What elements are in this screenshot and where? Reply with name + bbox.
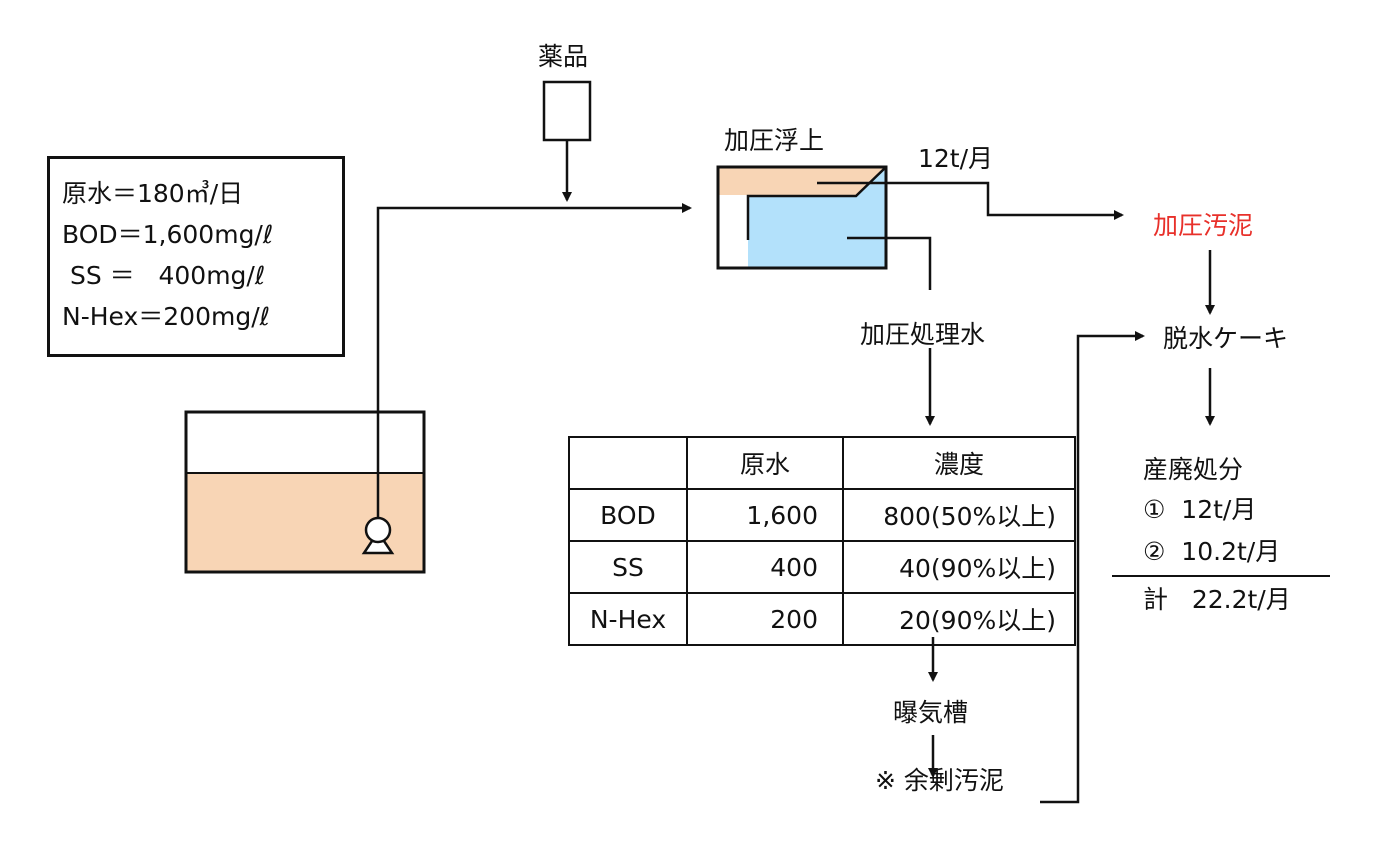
spec-nhex: N-Hex＝200mg/ℓ [62, 302, 270, 331]
daf-label: 加圧浮上 [724, 126, 825, 155]
float-layer-fill [718, 167, 886, 195]
table-row: SS 400 40(90%以上) [568, 540, 1076, 594]
table-row: BOD 1,600 800(50%以上) [568, 488, 1076, 542]
table-header-cell: 原水 [686, 436, 844, 490]
chemical-tank [542, 80, 592, 142]
daf-unit [716, 165, 888, 270]
table-cell: 1,600 [686, 488, 844, 542]
table-cell: N-Hex [568, 592, 688, 646]
spec-flow: 原水＝180㎥/日 [62, 179, 244, 208]
table-cell: 20(90%以上) [842, 592, 1076, 646]
table-cell: 800(50%以上) [842, 488, 1076, 542]
excess-sludge-label: ※ 余剰汚泥 [875, 766, 1004, 795]
table-header-cell: 濃度 [842, 436, 1076, 490]
float-sludge-line [817, 181, 1124, 220]
table-cell: 40(90%以上) [842, 540, 1076, 594]
disposal-title: 産廃処分 [1143, 455, 1244, 484]
float-sludge-rate: 12t/月 [918, 144, 994, 173]
disposal-item-2: ② 10.2t/月 [1143, 537, 1281, 566]
spec-ss: SS ＝ 400mg/ℓ [62, 261, 266, 290]
chemical-label: 薬品 [538, 42, 589, 71]
feed-pipe [376, 203, 692, 518]
table-cell: 200 [686, 592, 844, 646]
raw-water-spec-box: 原水＝180㎥/日 BOD＝1,600mg/ℓ SS ＝ 400mg/ℓ N-H… [47, 156, 345, 357]
table-header-row: 原水 濃度 [568, 436, 1076, 490]
table-row: N-Hex 200 20(90%以上) [568, 592, 1076, 646]
spec-bod: BOD＝1,600mg/ℓ [62, 220, 274, 249]
table-cell: 400 [686, 540, 844, 594]
pump-icon [361, 516, 395, 555]
results-table: 原水 濃度 BOD 1,600 800(50%以上) SS 400 40(90%… [568, 436, 1076, 646]
disposal-total: 計 22.2t/月 [1143, 585, 1291, 614]
table-cell: BOD [568, 488, 688, 542]
table-cell: SS [568, 540, 688, 594]
treated-water-label: 加圧処理水 [860, 320, 986, 349]
disposal-item-1: ① 12t/月 [1143, 495, 1257, 524]
dewatered-cake-label: 脱水ケーキ [1163, 324, 1289, 353]
pressurized-sludge-label: 加圧汚泥 [1153, 211, 1254, 240]
clear-water-fill [748, 195, 886, 268]
table-header-cell [568, 436, 688, 490]
treated-water-line [847, 236, 932, 290]
excess-sludge-return-line [1040, 331, 1145, 804]
aeration-tank-label: 曝気槽 [893, 698, 969, 727]
